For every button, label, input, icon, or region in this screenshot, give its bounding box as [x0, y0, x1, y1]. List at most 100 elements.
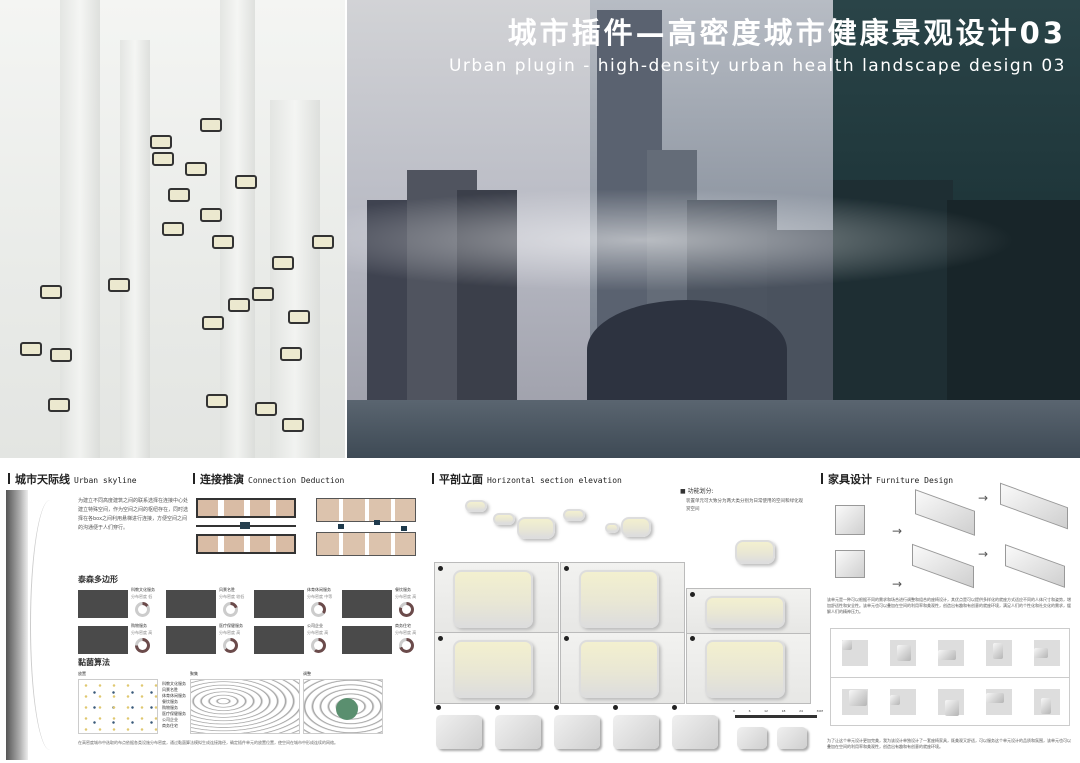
- slime-stage-2-map: [190, 679, 300, 734]
- function-title-text: 功能划分:: [687, 488, 714, 495]
- density-donut: [311, 602, 326, 617]
- arrow-right-icon: →: [978, 491, 989, 505]
- skyline-heading: 城市天际线 Urban skyline: [8, 471, 137, 487]
- title-zh: 城市插件—高密度城市健康景观设计03: [507, 16, 1066, 50]
- section-panel: [560, 632, 685, 704]
- voronoi-map: [166, 626, 216, 654]
- furniture-text-1: 该单元是一种可以根据不同的需求和场合进行调整和组合的座椅设计，其优点是可以提供多…: [827, 597, 1071, 614]
- voronoi-sub: 分布密度 高: [395, 594, 417, 599]
- voronoi-sub: 分布密度 高: [131, 630, 153, 635]
- furniture-module-tile: [986, 640, 1012, 666]
- connection-diagram-1: [196, 498, 296, 558]
- slime-legend-item: 餐饮服务: [162, 699, 178, 704]
- skyline-heading-zh: 城市天际线: [15, 473, 70, 486]
- poster-title: 城市插件—高密度城市健康景观设计03 Urban plugin - high-d…: [449, 10, 1066, 76]
- skyline-heading-en: Urban skyline: [74, 476, 137, 485]
- furniture-module-tile: [1034, 640, 1060, 666]
- furniture-heading: 家具设计 Furniture Design: [821, 471, 953, 487]
- plan-view: [613, 715, 659, 749]
- section-panel: [560, 562, 685, 634]
- plan-view: [777, 727, 807, 749]
- density-donut: [223, 602, 238, 617]
- voronoi-label: 购物服务: [131, 623, 147, 628]
- furniture-module-tile: [842, 689, 868, 715]
- voronoi-label: 科教文化服务: [131, 587, 155, 592]
- voronoi-map: [342, 590, 392, 618]
- furniture-module-tile: [890, 640, 916, 666]
- skyline-elevation-strip: [6, 490, 28, 760]
- voronoi-map: [166, 590, 216, 618]
- plan-number: [436, 705, 441, 710]
- scale-label: 30M: [816, 709, 823, 713]
- plan-number: [613, 705, 618, 710]
- skyline-curve: [30, 500, 70, 750]
- voronoi-label: 体育休闲服务: [307, 587, 331, 592]
- function-unit-render: [735, 540, 775, 564]
- density-donut: [399, 638, 414, 653]
- density-donut: [135, 602, 150, 617]
- voronoi-label: 医疗保健服务: [219, 623, 243, 628]
- section-heading-zh: 平剖立面: [439, 473, 483, 486]
- skyline-render-left: [0, 0, 345, 458]
- slime-legend-item: 公司企业: [162, 717, 178, 722]
- plan-view: [672, 715, 718, 749]
- plan-number: [554, 705, 559, 710]
- arrow-right-icon: →: [892, 577, 903, 591]
- slime-legend-item: 体育休闲服务: [162, 693, 186, 698]
- voronoi-sub: 分布密度 低: [131, 594, 153, 599]
- density-donut: [223, 638, 238, 653]
- section-overview: [455, 495, 670, 545]
- furniture-module-tile: [938, 640, 964, 666]
- slime-legend-item: 购物服务: [162, 705, 178, 710]
- voronoi-label: 商务住宅: [395, 623, 411, 628]
- slime-legend-item: 医疗保健服务: [162, 711, 186, 716]
- density-donut: [399, 602, 414, 617]
- voronoi-map: [342, 626, 392, 654]
- scale-label: 6: [748, 709, 751, 713]
- voronoi-map: [78, 626, 128, 654]
- voronoi-sub: 分布密度 较低: [219, 594, 245, 599]
- voronoi-sub: 分布密度 中等: [307, 594, 333, 599]
- voronoi-map: [254, 590, 304, 618]
- slime-stage-2-label: 聚集: [190, 671, 198, 676]
- furniture-module-tile: [1034, 689, 1060, 715]
- section-panel: [434, 632, 559, 704]
- scale-label: 18: [781, 709, 786, 713]
- scale-label: 24: [799, 709, 803, 713]
- function-title: ■ 功能划分:: [680, 488, 714, 495]
- voronoi-sub: 分布密度 高: [219, 630, 241, 635]
- furniture-module-tile: [842, 640, 868, 666]
- slime-stage-1-label: 放置: [78, 671, 86, 676]
- plan-view: [554, 715, 600, 749]
- plan-number: [495, 705, 500, 710]
- density-donut: [311, 638, 326, 653]
- slime-note: 在高密度城市中选取的布点依据各类设施分布密度，通过黏菌算法模拟生成连接路径，确定…: [78, 740, 338, 745]
- voronoi-heading: 泰森多边形: [78, 575, 118, 584]
- plan-number: [672, 705, 677, 710]
- scale-bar-labels: 0 6 12 18 24 30M: [733, 709, 823, 713]
- furniture-text-2: 为了让这个单元设计更加完美，我为该设计单独设计了一套座椅家具，既美观又舒适，可以…: [827, 738, 1071, 749]
- voronoi-map: [78, 590, 128, 618]
- plan-view: [495, 715, 541, 749]
- density-donut: [135, 638, 150, 653]
- furniture-heading-zh: 家具设计: [828, 473, 872, 486]
- scale-bar: [735, 715, 817, 718]
- connection-heading-en: Connection Deduction: [248, 476, 345, 485]
- connection-heading-zh: 连接推演: [200, 473, 244, 486]
- scale-label: 12: [764, 709, 768, 713]
- plan-view: [436, 715, 482, 749]
- arrow-right-icon: →: [978, 547, 989, 561]
- slime-heading: 黏菌算法: [78, 658, 110, 667]
- plan-view: [737, 727, 767, 749]
- voronoi-map: [254, 626, 304, 654]
- slime-stage-3-label: 调整: [303, 671, 311, 676]
- connection-diagram-2: [316, 498, 416, 558]
- section-panel: [434, 562, 559, 634]
- slime-legend-item: 商务住宅: [162, 723, 178, 728]
- title-en: Urban plugin - high-density urban health…: [448, 56, 1066, 76]
- scale-label: 0: [733, 709, 735, 713]
- furniture-heading-en: Furniture Design: [876, 476, 954, 485]
- section-panel: [686, 588, 811, 634]
- voronoi-sub: 分布密度 高: [307, 630, 329, 635]
